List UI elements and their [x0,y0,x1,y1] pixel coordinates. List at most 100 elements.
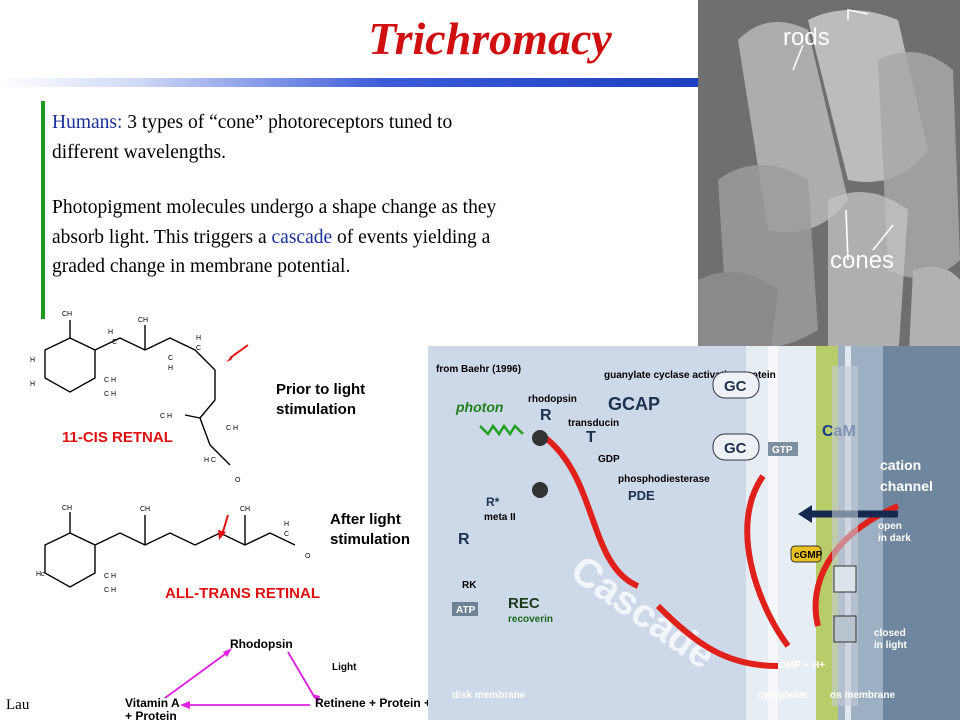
svg-text:H: H [168,365,173,372]
svg-text:C: C [112,339,117,346]
photon-wave [479,423,524,437]
svg-text:C H: C H [104,587,116,594]
cis-retinal-structure [44,320,231,466]
rhodopsin-label: rhodopsin [528,394,577,405]
cycle-arrow-left [164,651,229,699]
photopigment-text-a: Photopigment molecules undergo a shape c… [52,197,497,248]
svg-text:Hc: Hc [36,571,45,578]
rods-cones-micrograph: rods cones [698,0,960,372]
svg-text:C: C [196,345,201,352]
svg-text:C: C [168,355,173,362]
cation-channel-label: cation [880,457,921,473]
disk-membrane-label: disk membrane [452,690,526,701]
gmp-label: GMP + H+ [778,660,825,671]
cones-label: cones [830,247,894,274]
cation-channel-label-2: channel [880,478,933,494]
trans-retinal-name: ALL-TRANS RETINAL [165,585,320,602]
svg-text:CH: CH [138,317,148,324]
rods-label: rods [783,24,830,51]
meta-disk [532,482,548,498]
rhodopsin-R: R [540,407,552,424]
cis-caption-line2: stimulation [276,401,356,418]
svg-text:CH: CH [62,311,72,318]
gc-top-label: GC [724,378,747,395]
gc-bottom-label: GC [724,440,747,457]
rec-label: REC [508,595,540,612]
svg-text:C H: C H [104,377,116,384]
transducin-T: T [586,429,596,446]
channel-open [833,565,857,593]
svg-text:C H: C H [104,573,116,580]
cascade-arrow-1 [541,433,640,589]
rhodopsin-cycle-diagram: Rhodopsin Light Vitamin A + Protein Reti… [125,637,430,720]
svg-text:H: H [284,521,289,528]
cgmp-label: cGMP [794,550,823,561]
cis-caption-line1: Prior to light [276,381,365,398]
gcap-description: guanylate cyclase activating protein [604,370,776,381]
cascade-arrow-2 [655,603,779,669]
slide-title: Trichromacy [368,13,612,64]
transducin-label: transducin [568,418,619,429]
humans-lead: Humans: [52,112,123,133]
cycle-retinene: Retinene + Protein + [315,696,430,710]
svg-text:CH: CH [140,506,150,513]
cycle-vitamin-a: Vitamin A [125,696,180,710]
svg-text:H: H [30,381,35,388]
recoverin-label: recoverin [508,614,553,625]
gtp-label: GTP [772,445,793,456]
phototransduction-cascade-figure: from Baehr (1996) photon rhodopsin R tra… [428,346,960,720]
channel-closed [833,615,857,643]
gcap-label: GCAP [608,394,660,414]
cycle-light: Light [332,662,357,673]
cis-arrowhead [226,352,236,362]
in-light-label: in light [874,640,907,651]
footer-author: Lau [6,697,30,713]
svg-text:CH: CH [240,506,250,513]
svg-text:O: O [305,553,311,560]
svg-text:O: O [235,477,241,484]
cycle-arrow-right [287,651,316,699]
os-membrane-label: os membrane [830,690,895,701]
gdp-label: GDP [598,454,620,465]
gtp-box [768,442,798,456]
svg-text:CH: CH [62,505,72,512]
paragraph-humans: Humans: 3 types of “cone” photoreceptors… [52,108,522,167]
photon-label: photon [455,399,503,415]
phospho-R: R [458,531,470,548]
paragraph-photopigment: Photopigment molecules undergo a shape c… [52,193,522,282]
svg-text:C: C [284,531,289,538]
svg-text:H: H [30,357,35,364]
in-dark-label: in dark [878,533,911,544]
meta-label: meta II [484,512,516,523]
svg-text:H C: H C [204,457,216,464]
meta-R-star: R* [486,495,500,509]
photopigment-text-b: of events yielding a graded change in me… [52,226,491,278]
svg-text:H: H [196,335,201,342]
closed-label: closed [874,628,906,639]
trans-atom-labels: CH CH CH HC O C H C H Hc [36,505,311,594]
title-underline-bar [0,78,700,87]
svg-text:H: H [108,329,113,336]
trans-caption-line1: After light [330,511,401,528]
text-accent-bar [41,101,45,319]
slide-body-text: Humans: 3 types of “cone” photoreceptors… [52,108,522,282]
open-label: open [878,521,902,532]
pde-description: phosphodiesterase [618,474,710,485]
micrograph-drawing: rods cones [698,0,960,372]
cytoplasm-label: cytoplasm [758,690,808,701]
svg-text:C H: C H [104,391,116,398]
atp-label: ATP [456,605,476,616]
trans-caption-line2: stimulation [330,531,410,548]
cascade-word: cascade [271,226,333,248]
gc-top [712,371,760,399]
cascade-arrow-4 [812,503,900,627]
cascade-arrow-3 [744,474,791,648]
cis-retinal-name: 11-CIS RETNAL [62,429,173,446]
pde-label: PDE [628,488,655,503]
gc-bottom [712,433,760,461]
cascade-drawing: from Baehr (1996) photon rhodopsin R tra… [428,346,960,720]
trans-arrowhead [218,530,226,540]
cascade-source: from Baehr (1996) [436,364,521,375]
